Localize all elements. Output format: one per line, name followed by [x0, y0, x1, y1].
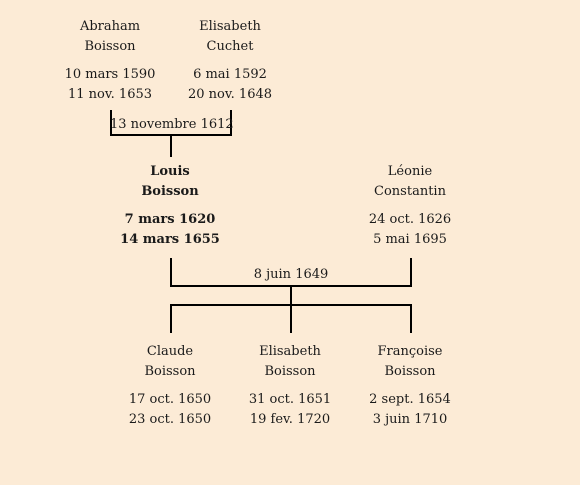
connector-line [230, 110, 232, 136]
person-elisabeth-cuchet: Elisabeth Cuchet 6 mai 1592 20 nov. 1648 [160, 17, 300, 105]
person-elisabeth-boisson: Elisabeth Boisson 31 oct. 1651 19 fev. 1… [220, 342, 360, 430]
person-abraham-boisson: Abraham Boisson 10 mars 1590 11 nov. 165… [40, 17, 180, 105]
marriage-date: 8 juin 1649 [253, 267, 329, 282]
last-name: Boisson [384, 364, 436, 379]
first-name: Elisabeth [259, 344, 321, 359]
death-date: 20 nov. 1648 [187, 87, 273, 102]
death-date: 19 fev. 1720 [249, 412, 331, 427]
death-date: 3 juin 1710 [372, 412, 448, 427]
connector-line [170, 304, 172, 333]
first-name: Léonie [387, 164, 433, 179]
birth-date: 2 sept. 1654 [369, 392, 451, 407]
connector-line [290, 304, 292, 333]
birth-date: 6 mai 1592 [193, 67, 267, 82]
last-name: Constantin [374, 184, 446, 199]
last-name: Cuchet [206, 39, 254, 54]
birth-date: 31 oct. 1651 [248, 392, 332, 407]
first-name: Claude [146, 344, 194, 359]
last-name: Boisson [264, 364, 316, 379]
birth-date: 7 mars 1620 [124, 212, 216, 227]
first-name: Françoise [377, 344, 443, 359]
first-name: Louis [150, 164, 190, 179]
last-name: Boisson [84, 39, 136, 54]
connector-line [170, 258, 172, 287]
connector-line [110, 110, 112, 136]
connector-line [410, 258, 412, 287]
death-date: 14 mars 1655 [120, 232, 220, 247]
birth-date: 24 oct. 1626 [368, 212, 452, 227]
death-date: 5 mai 1695 [373, 232, 447, 247]
death-date: 23 oct. 1650 [128, 412, 212, 427]
birth-date: 10 mars 1590 [64, 67, 156, 82]
marriage-date: 13 novembre 1612 [110, 117, 234, 132]
connector-line [170, 134, 172, 157]
person-leonie-constantin: Léonie Constantin 24 oct. 1626 5 mai 169… [340, 162, 480, 250]
person-claude-boisson: Claude Boisson 17 oct. 1650 23 oct. 1650 [100, 342, 240, 430]
first-name: Abraham [79, 19, 141, 34]
death-date: 11 nov. 1653 [67, 87, 153, 102]
last-name: Boisson [144, 364, 196, 379]
connector-line [290, 285, 292, 305]
last-name: Boisson [141, 184, 199, 199]
birth-date: 17 oct. 1650 [128, 392, 212, 407]
connector-line [410, 304, 412, 333]
first-name: Elisabeth [199, 19, 261, 34]
person-louis-boisson: Louis Boisson 7 mars 1620 14 mars 1655 [100, 162, 240, 250]
person-francoise-boisson: Françoise Boisson 2 sept. 1654 3 juin 17… [340, 342, 480, 430]
